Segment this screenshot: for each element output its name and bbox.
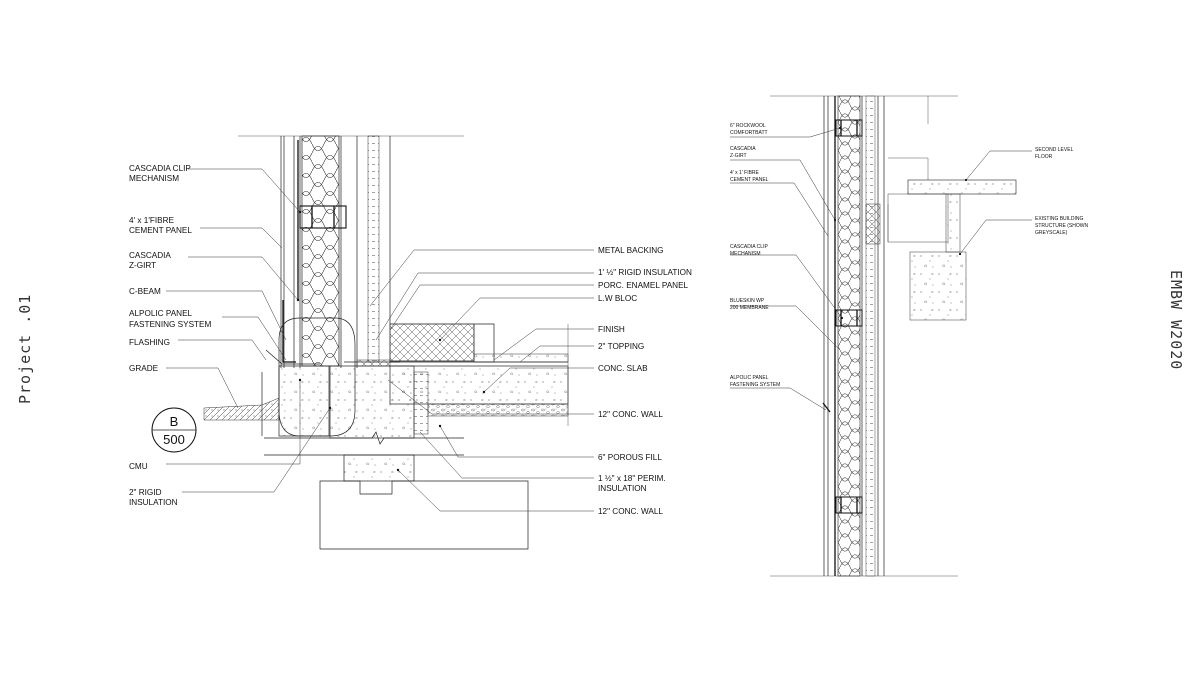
callout-porc-enamel: PORC. ENAMEL PANEL (598, 281, 689, 290)
callout-conc-wall-lower: 12" CONC. WALL (598, 507, 663, 516)
callout-metal-backing: METAL BACKING (598, 246, 664, 255)
callout-fibre-cement-panel: 4' x 1'FIBRE (129, 216, 175, 225)
callout-c-beam: C-BEAM (129, 287, 161, 296)
callout-conc-wall-upper: 12" CONC. WALL (598, 410, 663, 419)
svg-text:CEMENT PANEL: CEMENT PANEL (129, 226, 192, 235)
callout-clip-mechanism: CASCADIA CLIP (129, 164, 191, 173)
right-callouts-right: SECOND LEVEL FLOOR EXISTING BUILDING STR… (1035, 147, 1088, 236)
callout-alpolic-fastening: ALPOLIC PANEL (129, 309, 193, 318)
right-wall-section (770, 95, 958, 577)
callout-conc-slab: CONC. SLAB (598, 364, 648, 373)
svg-text:Z-GIRT: Z-GIRT (730, 153, 747, 159)
foundation (203, 317, 529, 550)
svg-text:MECHANISM: MECHANISM (730, 251, 761, 257)
callout-grade: GRADE (129, 364, 159, 373)
callout-existing-structure: EXISTING BUILDING (1035, 216, 1083, 222)
callout-rigid-insulation: 2" RIGID (129, 488, 162, 497)
rigid-insulation (367, 135, 380, 363)
svg-text:CEMENT PANEL: CEMENT PANEL (730, 177, 769, 183)
left-leaders (166, 168, 594, 512)
clip-mechanism (299, 205, 347, 229)
callout-lw-bloc: L.W BLOC (598, 294, 637, 303)
callout-finish: FINISH (598, 325, 625, 334)
svg-text:INSULATION: INSULATION (598, 484, 647, 493)
right-callouts-left: 6" ROCKWOOL COMFORTBATT CASCADIA Z-GIRT … (730, 123, 780, 388)
grade-earth (203, 397, 280, 421)
drawing-code: EMBW W2020 (1167, 270, 1185, 370)
svg-text:200 MEMBRANE: 200 MEMBRANE (730, 305, 769, 311)
detail-bubble-letter: B (170, 414, 179, 429)
callout-second-level: SECOND LEVEL (1035, 147, 1074, 153)
callout-topping: 2" TOPPING (598, 342, 644, 351)
detail-bubble-sheet: 500 (163, 432, 185, 447)
callout-rigid-insulation-1: 1' ½" RIGID INSULATION (598, 268, 692, 277)
callout-flashing: FLASHING (129, 338, 170, 347)
callout-fibre-cement-right: 4' x 1' FIBRE (730, 170, 760, 176)
callout-rockwool: 6" ROCKWOOL (730, 123, 766, 129)
svg-text:FASTENING SYSTEM: FASTENING SYSTEM (730, 382, 780, 388)
callout-blueskin: BLUESKIN WP (730, 298, 765, 304)
rockwool-batt (837, 95, 861, 577)
batt-insulation (301, 135, 340, 367)
project-title: Project .01 (16, 294, 34, 404)
callout-clip-right: CASCADIA CLIP (730, 244, 768, 250)
callout-z-girt: CASCADIA (129, 251, 171, 260)
svg-text:STRUCTURE (SHOWN: STRUCTURE (SHOWN (1035, 223, 1088, 229)
detail-bubble[interactable]: B 500 (151, 407, 197, 453)
left-callouts-left: CASCADIA CLIP MECHANISM 4' x 1'FIBRE CEM… (129, 164, 212, 507)
cmu-block (278, 365, 330, 437)
svg-text:MECHANISM: MECHANISM (129, 174, 179, 183)
left-callouts-right: METAL BACKING 1' ½" RIGID INSULATION POR… (598, 246, 692, 516)
existing-structure (887, 157, 1017, 321)
callout-alpolic-right: ALPOLIC PANEL (730, 375, 769, 381)
lw-bloc (389, 323, 475, 362)
callout-z-girt-right: CASCADIA (730, 146, 756, 152)
svg-text:GREYSCALE): GREYSCALE) (1035, 230, 1068, 236)
svg-text:FLOOR: FLOOR (1035, 154, 1053, 160)
svg-text:COMFORTBATT: COMFORTBATT (730, 130, 768, 136)
callout-porous-fill: 6" POROUS FILL (598, 453, 662, 462)
right-leaders (730, 126, 1032, 411)
callout-perim-insulation: 1 ½" x 18" PERIM. (598, 474, 666, 483)
callout-cmu: CMU (129, 462, 148, 471)
svg-text:Z-GIRT: Z-GIRT (129, 261, 156, 270)
svg-text:INSULATION: INSULATION (129, 498, 178, 507)
svg-text:FASTENING SYSTEM: FASTENING SYSTEM (129, 320, 212, 329)
